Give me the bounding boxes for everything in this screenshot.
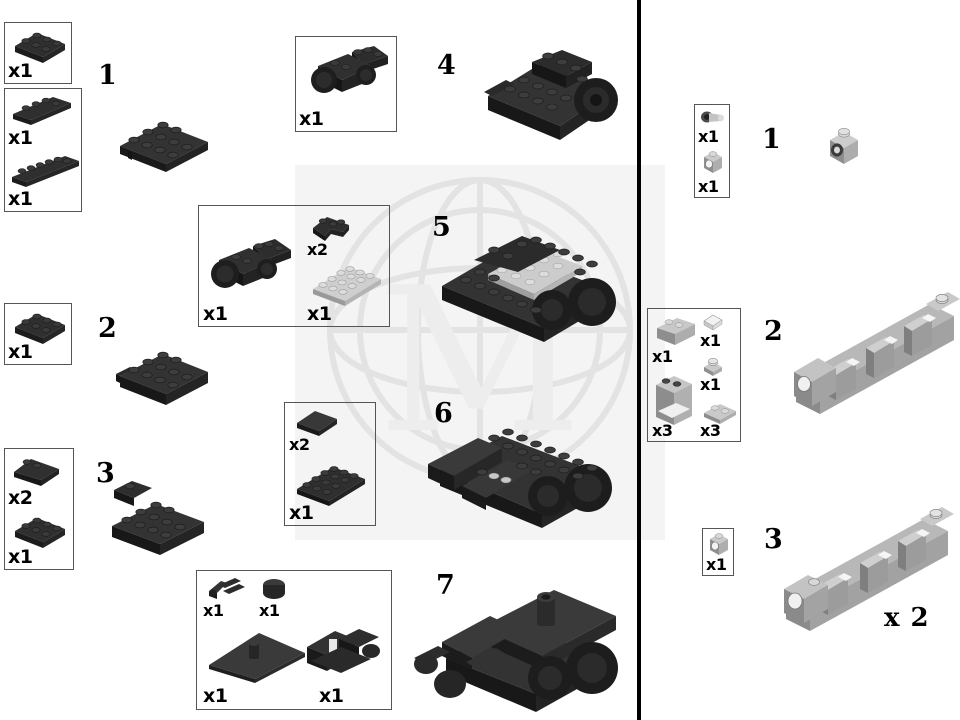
step-multiplier-right-3: x 2 — [884, 603, 930, 633]
qty-label: x1 — [319, 685, 344, 707]
step-number-left-3: 3 — [96, 458, 115, 489]
assembly-left-step7 — [404, 572, 634, 720]
part-pin-connector-gray — [699, 108, 727, 128]
parts-box-left-step2: x1 — [4, 303, 72, 365]
step-number-right-1: 1 — [762, 124, 781, 155]
assembly-left-step1 — [110, 100, 215, 172]
qty-label: x1 — [8, 60, 33, 82]
qty-label: x1 — [8, 341, 33, 363]
part-tile-2x2-black — [291, 407, 343, 436]
part-plate-2x6-light-gray — [307, 261, 387, 307]
qty-label: x1 — [203, 685, 228, 707]
parts-box-right-step2: x1 x1 x1 — [647, 308, 741, 442]
parts-box-left-step6: x2 x1 — [284, 402, 376, 526]
qty-label: x1 — [8, 546, 33, 568]
step-number-right-2: 2 — [764, 316, 783, 347]
assembly-left-step6 — [420, 418, 625, 538]
qty-label: x1 — [299, 108, 324, 130]
parts-box-left-step5: x1 x2 — [198, 205, 390, 327]
parts-box-left-step7: x1 x1 x1 — [196, 570, 392, 710]
qty-label: x1 — [259, 601, 280, 620]
part-coupling-bracket-black — [301, 617, 387, 683]
part-baseplate-with-pin-black — [203, 623, 311, 685]
parts-box-left-step4: x1 — [295, 36, 397, 132]
qty-label: x1 — [698, 177, 719, 196]
qty-label: x1 — [203, 303, 228, 325]
part-brick-1x1-with-hole-gray — [700, 149, 726, 175]
step-number-right-3: 3 — [764, 524, 783, 555]
qty-label: x1 — [8, 127, 33, 149]
part-plate-1x2-gray — [700, 399, 740, 425]
qty-label: x1 — [307, 303, 332, 325]
qty-label: x3 — [652, 421, 673, 440]
parts-box-left-step1-a: x1 — [4, 22, 72, 84]
part-brick-1x3-gray — [653, 314, 701, 346]
part-plate-1x6-black — [9, 151, 81, 187]
assembly-left-step4 — [470, 34, 630, 154]
qty-label: x2 — [289, 435, 310, 454]
qty-label: x1 — [652, 347, 673, 366]
step-number-left-2: 2 — [98, 313, 117, 344]
assembly-left-step2 — [108, 332, 218, 405]
part-plate-2x6-black — [291, 461, 371, 507]
qty-label: x1 — [203, 601, 224, 620]
part-plate-2x4-black — [9, 307, 71, 344]
part-brick-1x1-with-hole-gray — [706, 531, 732, 557]
part-plate-2x2-corner-black — [307, 212, 355, 241]
part-cylinder-black — [259, 577, 289, 603]
part-plate-2x4-black — [9, 26, 71, 63]
qty-label: x2 — [8, 487, 33, 509]
part-tile-1x1-white — [700, 311, 726, 331]
qty-label: x1 — [8, 188, 33, 210]
part-wheel-arch-assembly-black — [205, 234, 297, 304]
parts-box-left-step1-b: x1 x1 — [4, 88, 82, 212]
step-number-left-1: 1 — [98, 60, 117, 91]
qty-label: x1 — [700, 331, 721, 350]
part-panel-1x2x2-gray — [652, 373, 698, 429]
parts-box-right-step3: x1 — [702, 528, 734, 576]
part-slope-plate-black — [9, 452, 67, 486]
part-wheel-arch-assembly-black — [302, 42, 394, 108]
panel-divider — [637, 0, 641, 720]
step-number-left-5: 5 — [432, 212, 451, 243]
part-plate-2x4-black — [9, 511, 71, 548]
qty-label: x1 — [700, 375, 721, 394]
qty-label: x1 — [698, 127, 719, 146]
part-clip-fork-black — [205, 575, 251, 603]
part-plate-1x4-black — [9, 92, 79, 126]
step-number-left-6: 6 — [434, 398, 453, 429]
assembly-right-step2 — [790, 292, 960, 422]
qty-label: x2 — [307, 240, 328, 259]
part-plate-1x1-round-gray — [700, 355, 726, 377]
step-number-left-4: 4 — [437, 50, 456, 81]
parts-box-right-step1: x1 x1 — [694, 104, 730, 198]
assembly-right-step1 — [822, 126, 866, 170]
qty-label: x1 — [706, 555, 727, 574]
assembly-left-step5 — [432, 228, 627, 358]
qty-label: x3 — [700, 421, 721, 440]
parts-box-left-step3: x2 x1 — [4, 448, 74, 570]
assembly-left-step3 — [100, 478, 218, 558]
assembly-right-step3 — [780, 505, 955, 640]
step-number-left-7: 7 — [436, 570, 455, 601]
qty-label: x1 — [289, 502, 314, 524]
